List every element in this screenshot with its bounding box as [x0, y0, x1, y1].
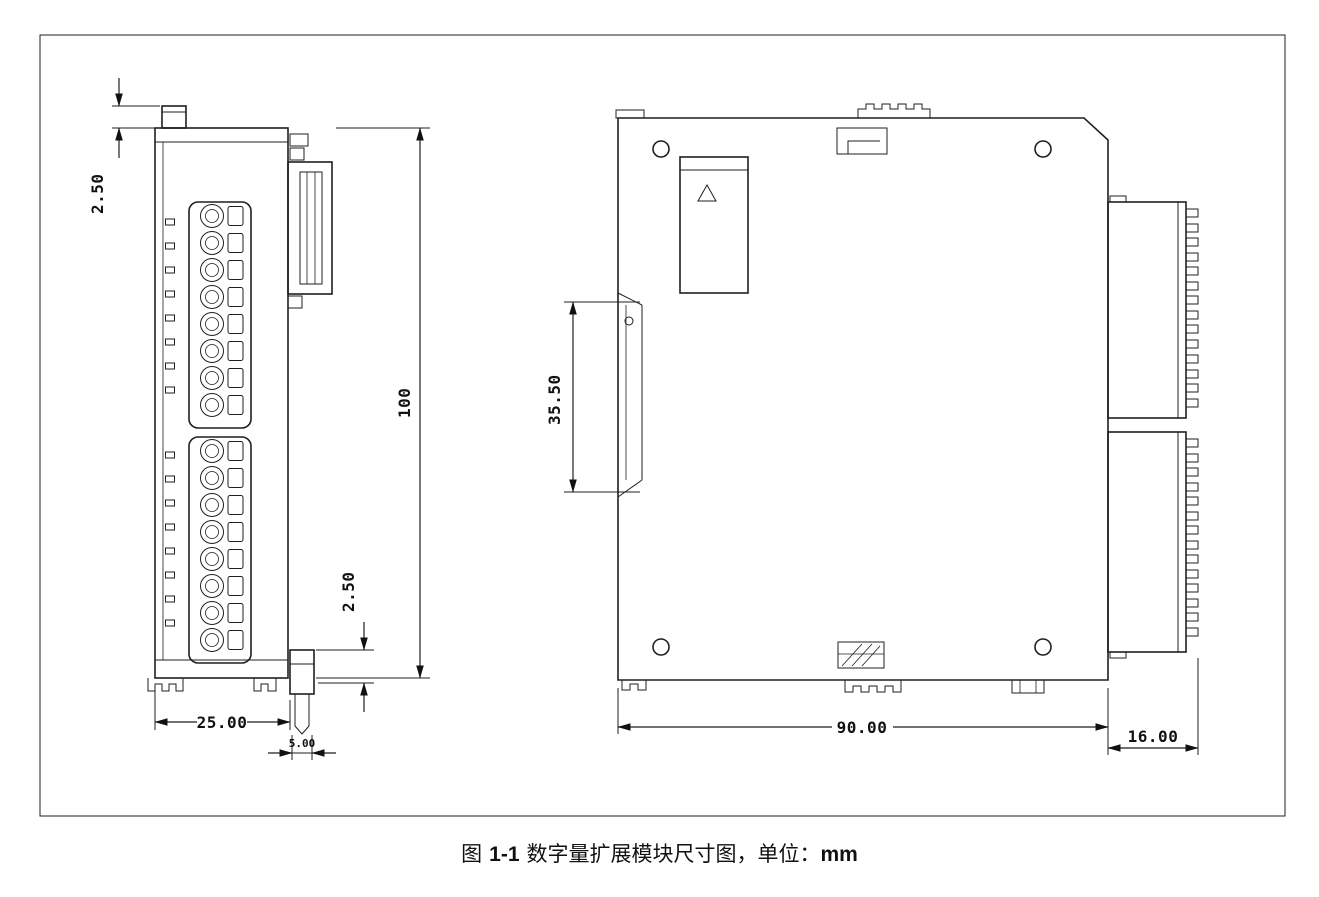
din-feet — [147, 649, 315, 735]
top-button — [161, 105, 187, 129]
bottom-details — [621, 641, 1045, 694]
side-connector-lower — [1107, 431, 1199, 659]
caption-unit: mm — [820, 843, 858, 866]
dim-front-height-label: 100 — [395, 388, 414, 418]
screw-bottom-left — [652, 638, 670, 656]
dim-front-height: 100 — [316, 127, 430, 679]
screw-bottom-right — [1034, 638, 1052, 656]
dim-side-depth: 90.00 — [617, 688, 1109, 755]
dim-front-top-offset-label: 2.50 — [88, 173, 107, 214]
dim-side-connector-depth-label: 16.00 — [1128, 727, 1179, 746]
terminal-block-upper — [188, 201, 252, 429]
figure-border — [39, 34, 1286, 817]
dim-front-width-label: 25.00 — [197, 713, 248, 732]
side-view — [615, 103, 1199, 694]
side-connector-upper — [1107, 195, 1199, 419]
dim-front-bottom-offset: 2.50 — [316, 571, 374, 712]
screw-top-right — [1034, 140, 1052, 158]
dim-side-rail-slot: 35.50 — [545, 301, 640, 493]
warning-triangle-icon — [697, 183, 717, 202]
dim-front-latch-depth: 5.00 — [268, 735, 336, 760]
caption-title: 数字量扩展模块尺寸图，单位： — [526, 842, 821, 866]
caption-figure-word: 图 — [461, 842, 483, 866]
label-window — [679, 156, 749, 294]
led-indicators — [165, 218, 175, 627]
figure-caption: 图 1-1 数字量扩展模块尺寸图，单位：mm — [0, 838, 1319, 868]
dim-front-bottom-offset-label: 2.50 — [339, 571, 358, 612]
dim-front-width: 25.00 — [154, 690, 291, 732]
terminal-block-lower — [188, 436, 252, 664]
front-view — [147, 105, 333, 735]
din-rail-hook — [617, 292, 643, 498]
dim-front-top-offset: 2.50 — [88, 78, 160, 214]
dim-side-rail-slot-label: 35.50 — [545, 374, 564, 425]
dim-side-depth-label: 90.00 — [837, 718, 888, 737]
dim-side-connector-depth: 16.00 — [1107, 658, 1199, 755]
dim-front-latch-depth-label: 5.00 — [289, 737, 316, 750]
caption-figure-number: 1-1 — [489, 843, 520, 866]
top-latch — [836, 127, 888, 155]
expansion-connector — [287, 133, 333, 309]
screw-top-left — [652, 140, 670, 158]
